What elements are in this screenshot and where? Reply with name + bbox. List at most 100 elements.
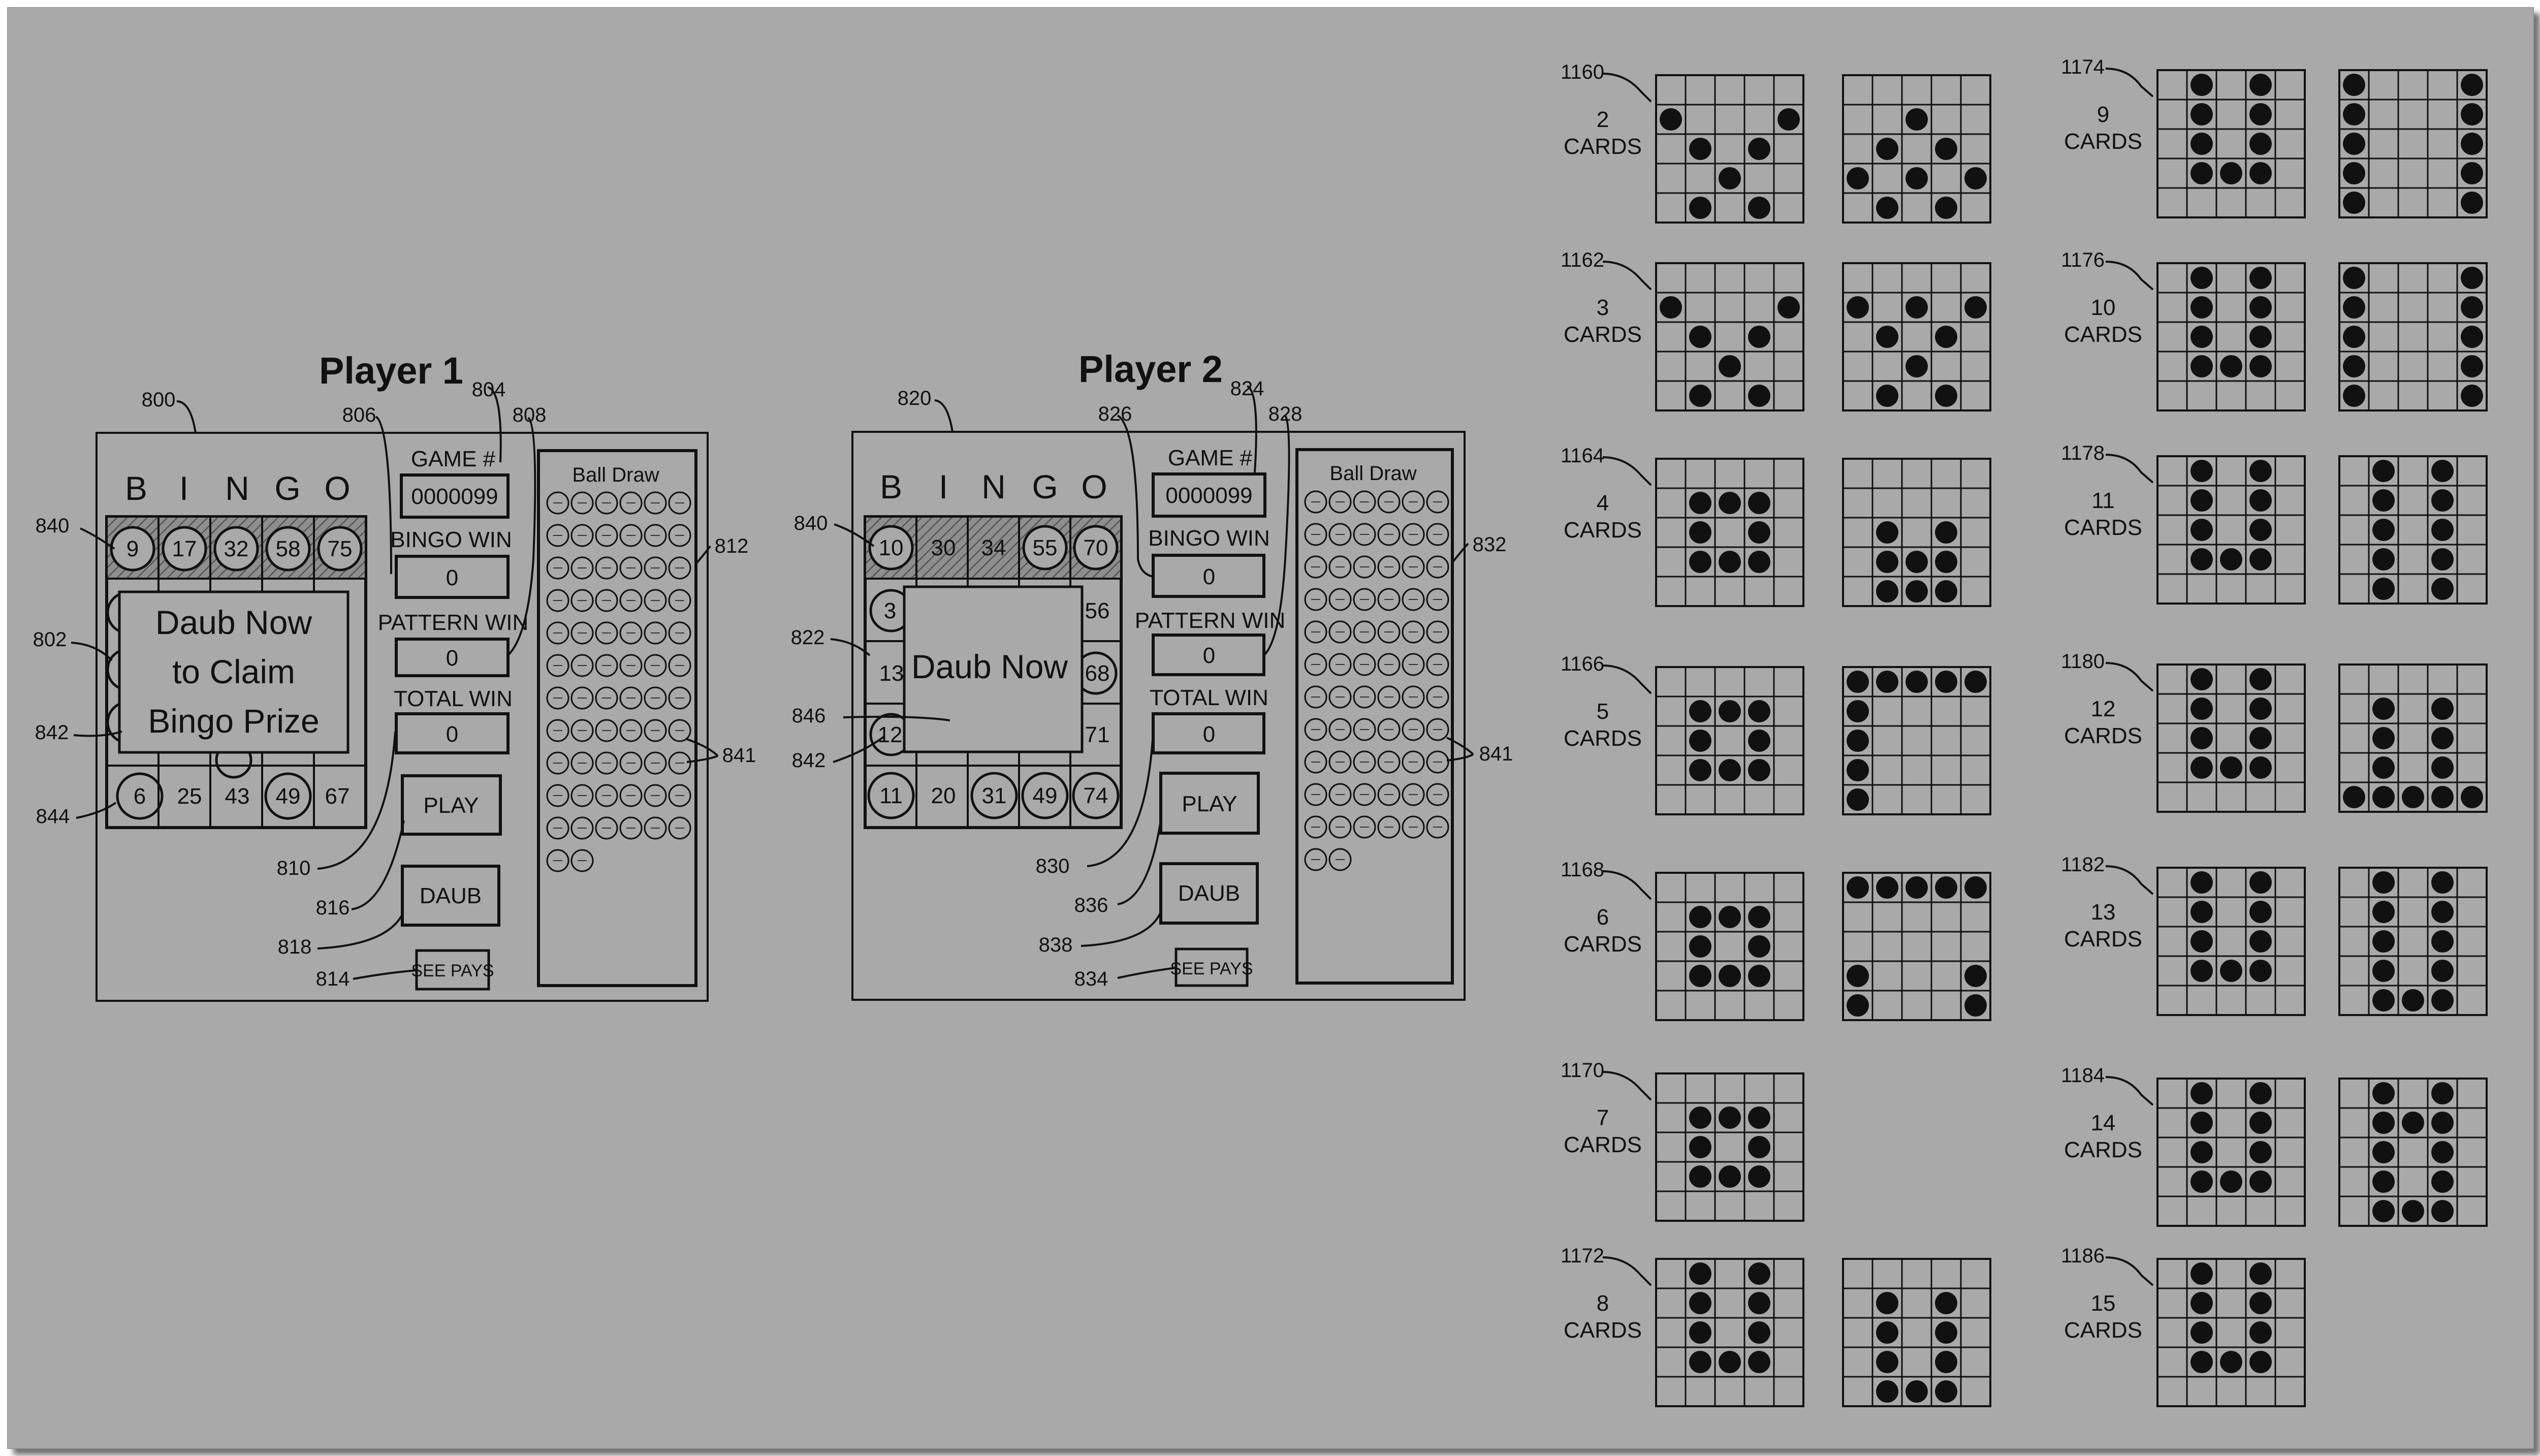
pattern-dot: [2431, 1200, 2454, 1222]
p2-cell-top-1: 30: [931, 535, 956, 560]
p1-see-pays-button[interactable]: [415, 949, 490, 991]
ref-844: 844: [36, 805, 70, 828]
ref-824: 824: [1230, 377, 1264, 400]
ref-828: 828: [1268, 403, 1303, 425]
ball-draw-ball: [1304, 523, 1327, 546]
pattern-dot: [2372, 727, 2395, 749]
pattern-cards-word: CARDS: [2064, 927, 2142, 952]
ball-draw-ball: [619, 719, 643, 742]
p2-daub-button[interactable]: [1159, 862, 1259, 925]
pattern-dot: [2220, 756, 2242, 779]
pattern-dot: [2343, 103, 2365, 125]
pattern-dot: [2190, 960, 2213, 982]
ball-draw-ball: [1426, 523, 1449, 546]
ball-draw-ball: [1353, 815, 1376, 839]
p1-pattern-win-label: PATTERN WIN: [378, 610, 529, 635]
pattern-dot: [2461, 786, 2483, 808]
pattern-grid: [2156, 663, 2306, 813]
p1-ball-draw-panel: [537, 449, 697, 987]
p1-game-label: GAME #: [411, 447, 496, 471]
ball-draw-ball: [1377, 750, 1401, 774]
ref-840-p2: 840: [794, 512, 828, 534]
ball-draw-ball: [546, 621, 569, 645]
pattern-grid: [2156, 1258, 2306, 1407]
pattern-dot: [1719, 700, 1741, 722]
p2-play-button[interactable]: [1159, 772, 1260, 835]
player2-panel: Player 2 B I N G O: [791, 348, 1513, 1001]
ball-draw-ball: [644, 524, 667, 547]
pattern-grid-border: [1655, 262, 1804, 412]
pattern-dot: [1847, 671, 1869, 693]
pattern-cards-word: CARDS: [2064, 129, 2142, 154]
pattern-grid: [1842, 1258, 1991, 1407]
p1-daub-button[interactable]: [401, 865, 500, 927]
pattern-ref: 1166: [1561, 653, 1604, 675]
pattern-grid-border: [1655, 458, 1804, 607]
ref-812: 812: [715, 535, 749, 557]
pattern-grid: [1655, 262, 1804, 412]
pattern-dot: [1748, 759, 1770, 781]
pattern-card-count: 7: [1597, 1105, 1609, 1130]
pattern-dot: [1748, 1262, 1770, 1285]
ref-836: 836: [1074, 894, 1108, 916]
ball-draw-ball: [570, 719, 594, 742]
p1-cell-bottom-0: 6: [134, 784, 146, 809]
pattern-grid-border: [1655, 666, 1804, 815]
pattern-cards-word: CARDS: [1564, 726, 1642, 751]
pattern-dot: [1876, 326, 1898, 348]
pattern-dot: [2372, 901, 2395, 923]
pattern-dot: [1876, 876, 1898, 899]
pattern-dot: [2431, 578, 2454, 600]
pattern-dot: [2190, 162, 2213, 184]
p2-see-pays-button[interactable]: [1174, 947, 1249, 987]
pattern-dot: [1847, 876, 1869, 899]
pattern-grid-border: [2156, 262, 2306, 412]
ref-804: 804: [472, 378, 506, 401]
ball-draw-ball: [1304, 490, 1327, 514]
pattern-dot: [1689, 965, 1711, 987]
pattern-dot: [1964, 671, 1987, 693]
p1-cell-bottom-3: 49: [276, 784, 301, 809]
pattern-dot: [1689, 1106, 1711, 1129]
pattern-dot: [2431, 1082, 2454, 1104]
pattern-dot: [1777, 296, 1800, 319]
pattern-dot: [2372, 460, 2395, 482]
pattern-grid: [1842, 262, 1991, 412]
ref-818: 818: [278, 936, 312, 958]
ball-draw-ball: [644, 491, 667, 515]
pattern-dot: [1719, 1351, 1741, 1373]
pattern-grid-border: [1842, 872, 1991, 1021]
ball-draw-ball: [668, 751, 691, 775]
ball-draw-ball: [1402, 718, 1425, 741]
ref-842: 842: [35, 721, 69, 744]
pattern-dot: [2249, 519, 2272, 541]
p1-daub-overlay[interactable]: [118, 590, 350, 754]
p1-overlay-line-1: to Claim: [172, 653, 295, 690]
pattern-dot: [2461, 267, 2483, 289]
ball-draw-ball: [546, 784, 569, 807]
pattern-dot: [2402, 786, 2424, 808]
ref-810: 810: [277, 857, 311, 879]
pattern-dot: [2249, 1321, 2272, 1344]
pattern-dot: [1689, 521, 1711, 544]
pattern-dot: [1748, 1321, 1770, 1344]
pattern-card-count: 2: [1597, 107, 1609, 132]
pattern-grid-border: [1655, 74, 1804, 224]
ref-846: 846: [792, 705, 826, 727]
pattern-dot: [2249, 1170, 2272, 1193]
pattern-dot: [2190, 727, 2213, 749]
player2-title: Player 2: [1078, 348, 1223, 390]
pattern-card-count: 15: [2091, 1291, 2116, 1316]
p2-daub-overlay[interactable]: [903, 585, 1084, 753]
pattern-ref: 1172: [1561, 1245, 1604, 1267]
ball-draw-ball: [668, 686, 691, 710]
letter-o: O: [324, 469, 350, 507]
p2-letter-i: I: [939, 468, 948, 505]
pattern-grid-border: [2338, 455, 2488, 605]
p1-play-button[interactable]: [401, 774, 502, 836]
pattern-dot: [2190, 1170, 2213, 1193]
pattern-dot: [2343, 355, 2365, 377]
pattern-ref-leader: [2105, 662, 2154, 692]
letter-n: N: [225, 469, 249, 507]
ball-draw-ball: [1328, 523, 1352, 546]
